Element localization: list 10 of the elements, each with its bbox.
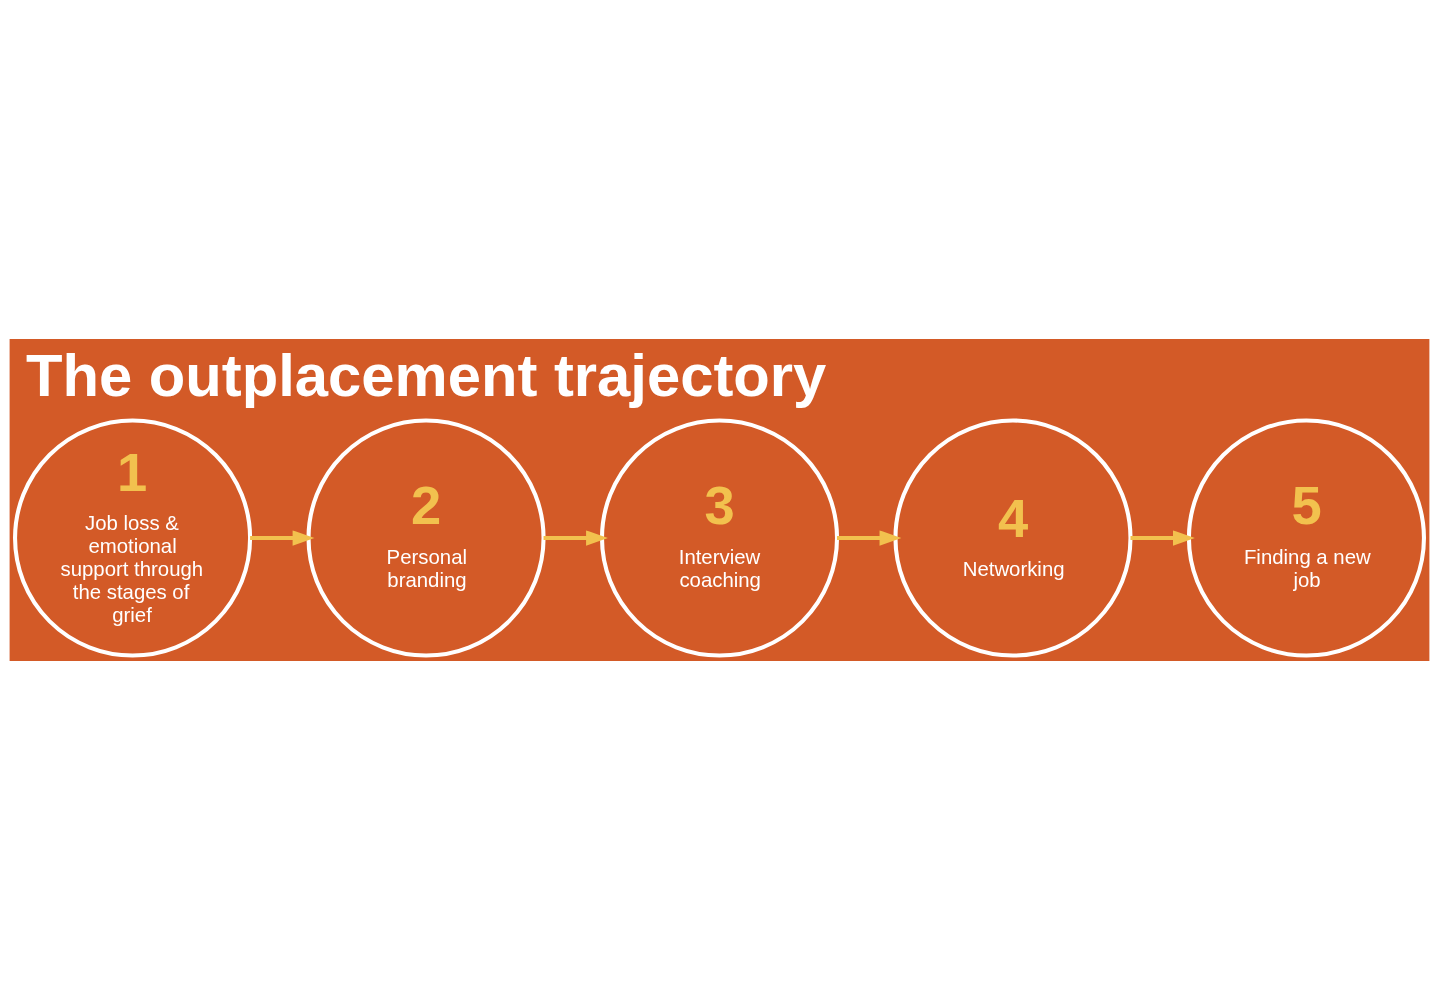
arrow [543,530,608,546]
arrow [837,530,902,546]
node-circle: 1 Job loss & emotional support through the stages of grief [13,418,253,658]
diagram-title: The outplacement trajectory [25,342,827,410]
node-circle: 4 Networking [893,418,1133,658]
node-circle: 3 Interview coaching [599,418,840,658]
node-circle: 5 Finding a new job [1186,418,1426,658]
arrow [1130,530,1195,546]
node-circle: 2 Personal branding [306,418,546,658]
arrow [250,530,315,546]
